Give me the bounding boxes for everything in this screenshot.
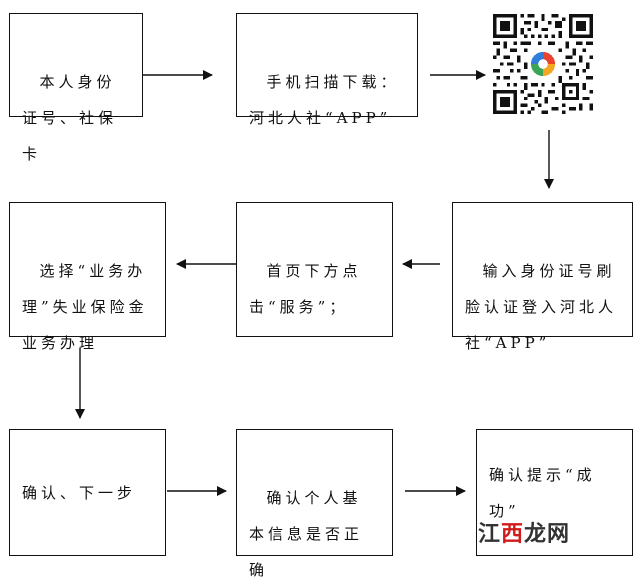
step6-box: 确认、下一步 (9, 429, 166, 556)
step4-text: 首页下方点击“服务”； (249, 262, 362, 316)
step7-box: 确认个人基本信息是否正确 (236, 429, 393, 579)
step1-box: 本人身份证号、社保卡 (9, 13, 143, 163)
step7-text: 确认个人基本信息是否正确 (249, 489, 364, 579)
step6-text: 确认、下一步 (22, 483, 137, 502)
watermark-part2: 西 (501, 522, 525, 547)
step8-text: 确认提示“成功” (489, 465, 596, 520)
step5-box: 选择“业务办理”失业保险金业务办理 (9, 202, 166, 352)
watermark-logo: 江西龙网 (478, 516, 570, 548)
flow-arrows (75, 70, 554, 496)
step2-box: 手机扫描下载：河北人社“APP” (236, 13, 418, 127)
step1-text: 本人身份证号、社保卡 (22, 73, 118, 163)
qr-code-icon (493, 14, 593, 114)
step3-box: 输入身份证号刷脸认证登入河北人社“APP” (452, 202, 633, 352)
watermark-part3: 龙网 (524, 522, 571, 547)
watermark-part1: 江 (478, 522, 502, 547)
step8-box: 确认提示“成功” (476, 429, 633, 556)
step4-box: 首页下方点击“服务”； (236, 202, 393, 337)
step2-text: 手机扫描下载：河北人社“APP” (249, 73, 400, 127)
step3-text: 输入身份证号刷脸认证登入河北人社“APP” (465, 262, 618, 352)
step5-text: 选择“业务办理”失业保险金业务办理 (22, 262, 148, 352)
